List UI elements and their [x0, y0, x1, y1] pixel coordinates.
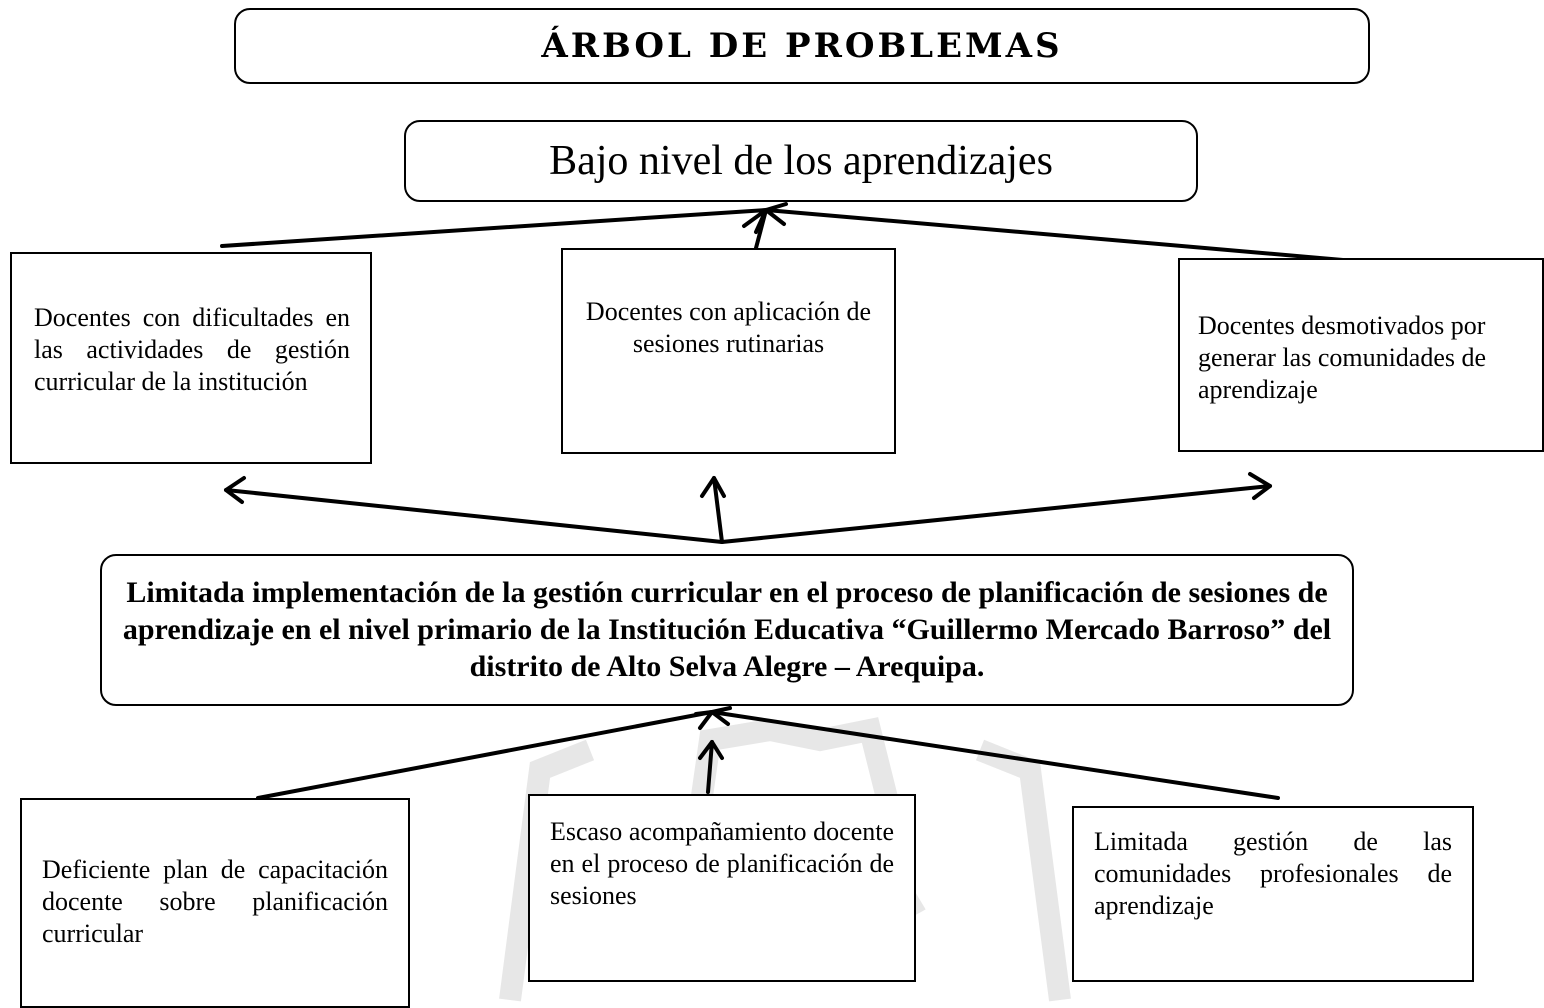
central-problem-text: Limitada implementación de la gestión cu…: [122, 576, 1332, 683]
effect-node: Docentes con aplicación de sesiones ruti…: [561, 248, 896, 454]
effect-node: Docentes con dificultades en las activid…: [10, 252, 372, 464]
cause-node: Deficiente plan de capacitación docente …: [20, 798, 410, 1008]
cause-text: Deficiente plan de capacitación docente …: [42, 855, 388, 948]
cause-text: Limitada gestión de las comunidades prof…: [1094, 827, 1452, 920]
cause-node: Escaso acompañamiento docente en el proc…: [528, 794, 916, 982]
main-effect-text: Bajo nivel de los aprendizajes: [549, 138, 1053, 184]
title-box: ÁRBOL DE PROBLEMAS: [234, 8, 1370, 84]
effect-node: Docentes desmotivados por generar las co…: [1178, 258, 1544, 452]
diagram-title: ÁRBOL DE PROBLEMAS: [541, 26, 1063, 66]
cause-node: Limitada gestión de las comunidades prof…: [1072, 806, 1474, 982]
effect-text: Docentes con aplicación de sesiones ruti…: [585, 297, 872, 358]
central-problem-box: Limitada implementación de la gestión cu…: [100, 554, 1354, 706]
cause-text: Escaso acompañamiento docente en el proc…: [550, 817, 894, 910]
effect-text: Docentes con dificultades en las activid…: [34, 303, 350, 396]
main-effect-box: Bajo nivel de los aprendizajes: [404, 120, 1198, 202]
effect-text: Docentes desmotivados por generar las co…: [1198, 311, 1487, 404]
